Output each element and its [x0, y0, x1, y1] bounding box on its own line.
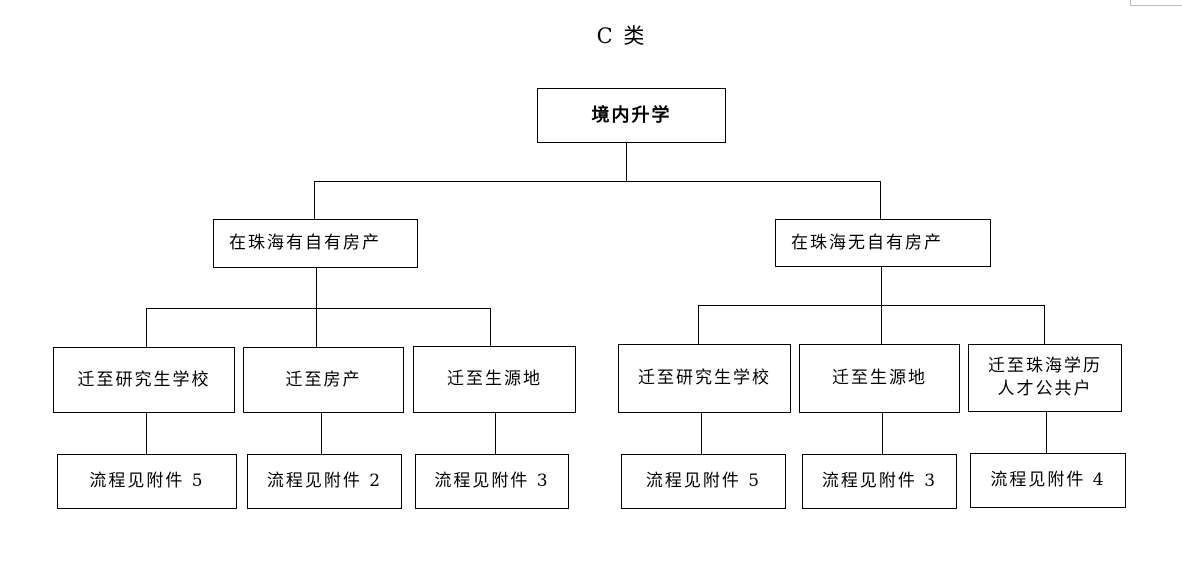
connector-root-down — [626, 143, 627, 182]
connector-left-child-3 — [490, 308, 491, 347]
right-flow-1-node: 流程见附件 5 — [621, 454, 786, 509]
left-flow-1-node: 流程见附件 5 — [57, 454, 237, 509]
connector-left-child-1 — [146, 308, 147, 347]
connector-right-flow-1 — [701, 413, 702, 454]
connector-right-flow-2 — [882, 413, 883, 454]
right-flow-2-node: 流程见附件 3 — [802, 454, 957, 509]
right-child-1-node: 迁至研究生学校 — [618, 344, 791, 413]
page-corner-mark — [1130, 0, 1182, 6]
connector-root-horizontal — [314, 181, 881, 182]
left-flow-2-node: 流程见附件 2 — [247, 454, 402, 509]
connector-right-child-1 — [698, 305, 699, 344]
left-child-1-node: 迁至研究生学校 — [53, 347, 235, 413]
left-flow-3-node: 流程见附件 3 — [415, 454, 569, 509]
diagram-title: C 类 — [596, 24, 647, 48]
connector-to-right-branch — [880, 181, 881, 219]
right-flow-3-node: 流程见附件 4 — [970, 453, 1126, 508]
connector-right-horizontal — [698, 305, 1045, 306]
connector-right-child-2 — [881, 305, 882, 344]
connector-right-branch-down — [881, 267, 882, 306]
connector-right-flow-3 — [1046, 412, 1047, 453]
left-branch-node: 在珠海有自有房产 — [213, 219, 418, 268]
right-branch-node: 在珠海无自有房产 — [775, 219, 991, 267]
connector-to-left-branch — [314, 181, 315, 219]
left-child-3-node: 迁至生源地 — [413, 346, 576, 413]
connector-left-flow-3 — [495, 413, 496, 454]
connector-left-child-2 — [316, 308, 317, 347]
connector-left-flow-2 — [321, 413, 322, 454]
connector-left-flow-1 — [146, 413, 147, 454]
connector-left-horizontal — [146, 308, 491, 309]
connector-right-child-3 — [1044, 305, 1045, 344]
right-child-3-node: 迁至珠海学历人才公共户 — [968, 344, 1122, 412]
right-child-2-node: 迁至生源地 — [799, 344, 960, 413]
connector-left-branch-down — [316, 268, 317, 309]
left-child-2-node: 迁至房产 — [243, 347, 404, 413]
root-node: 境内升学 — [537, 88, 726, 143]
